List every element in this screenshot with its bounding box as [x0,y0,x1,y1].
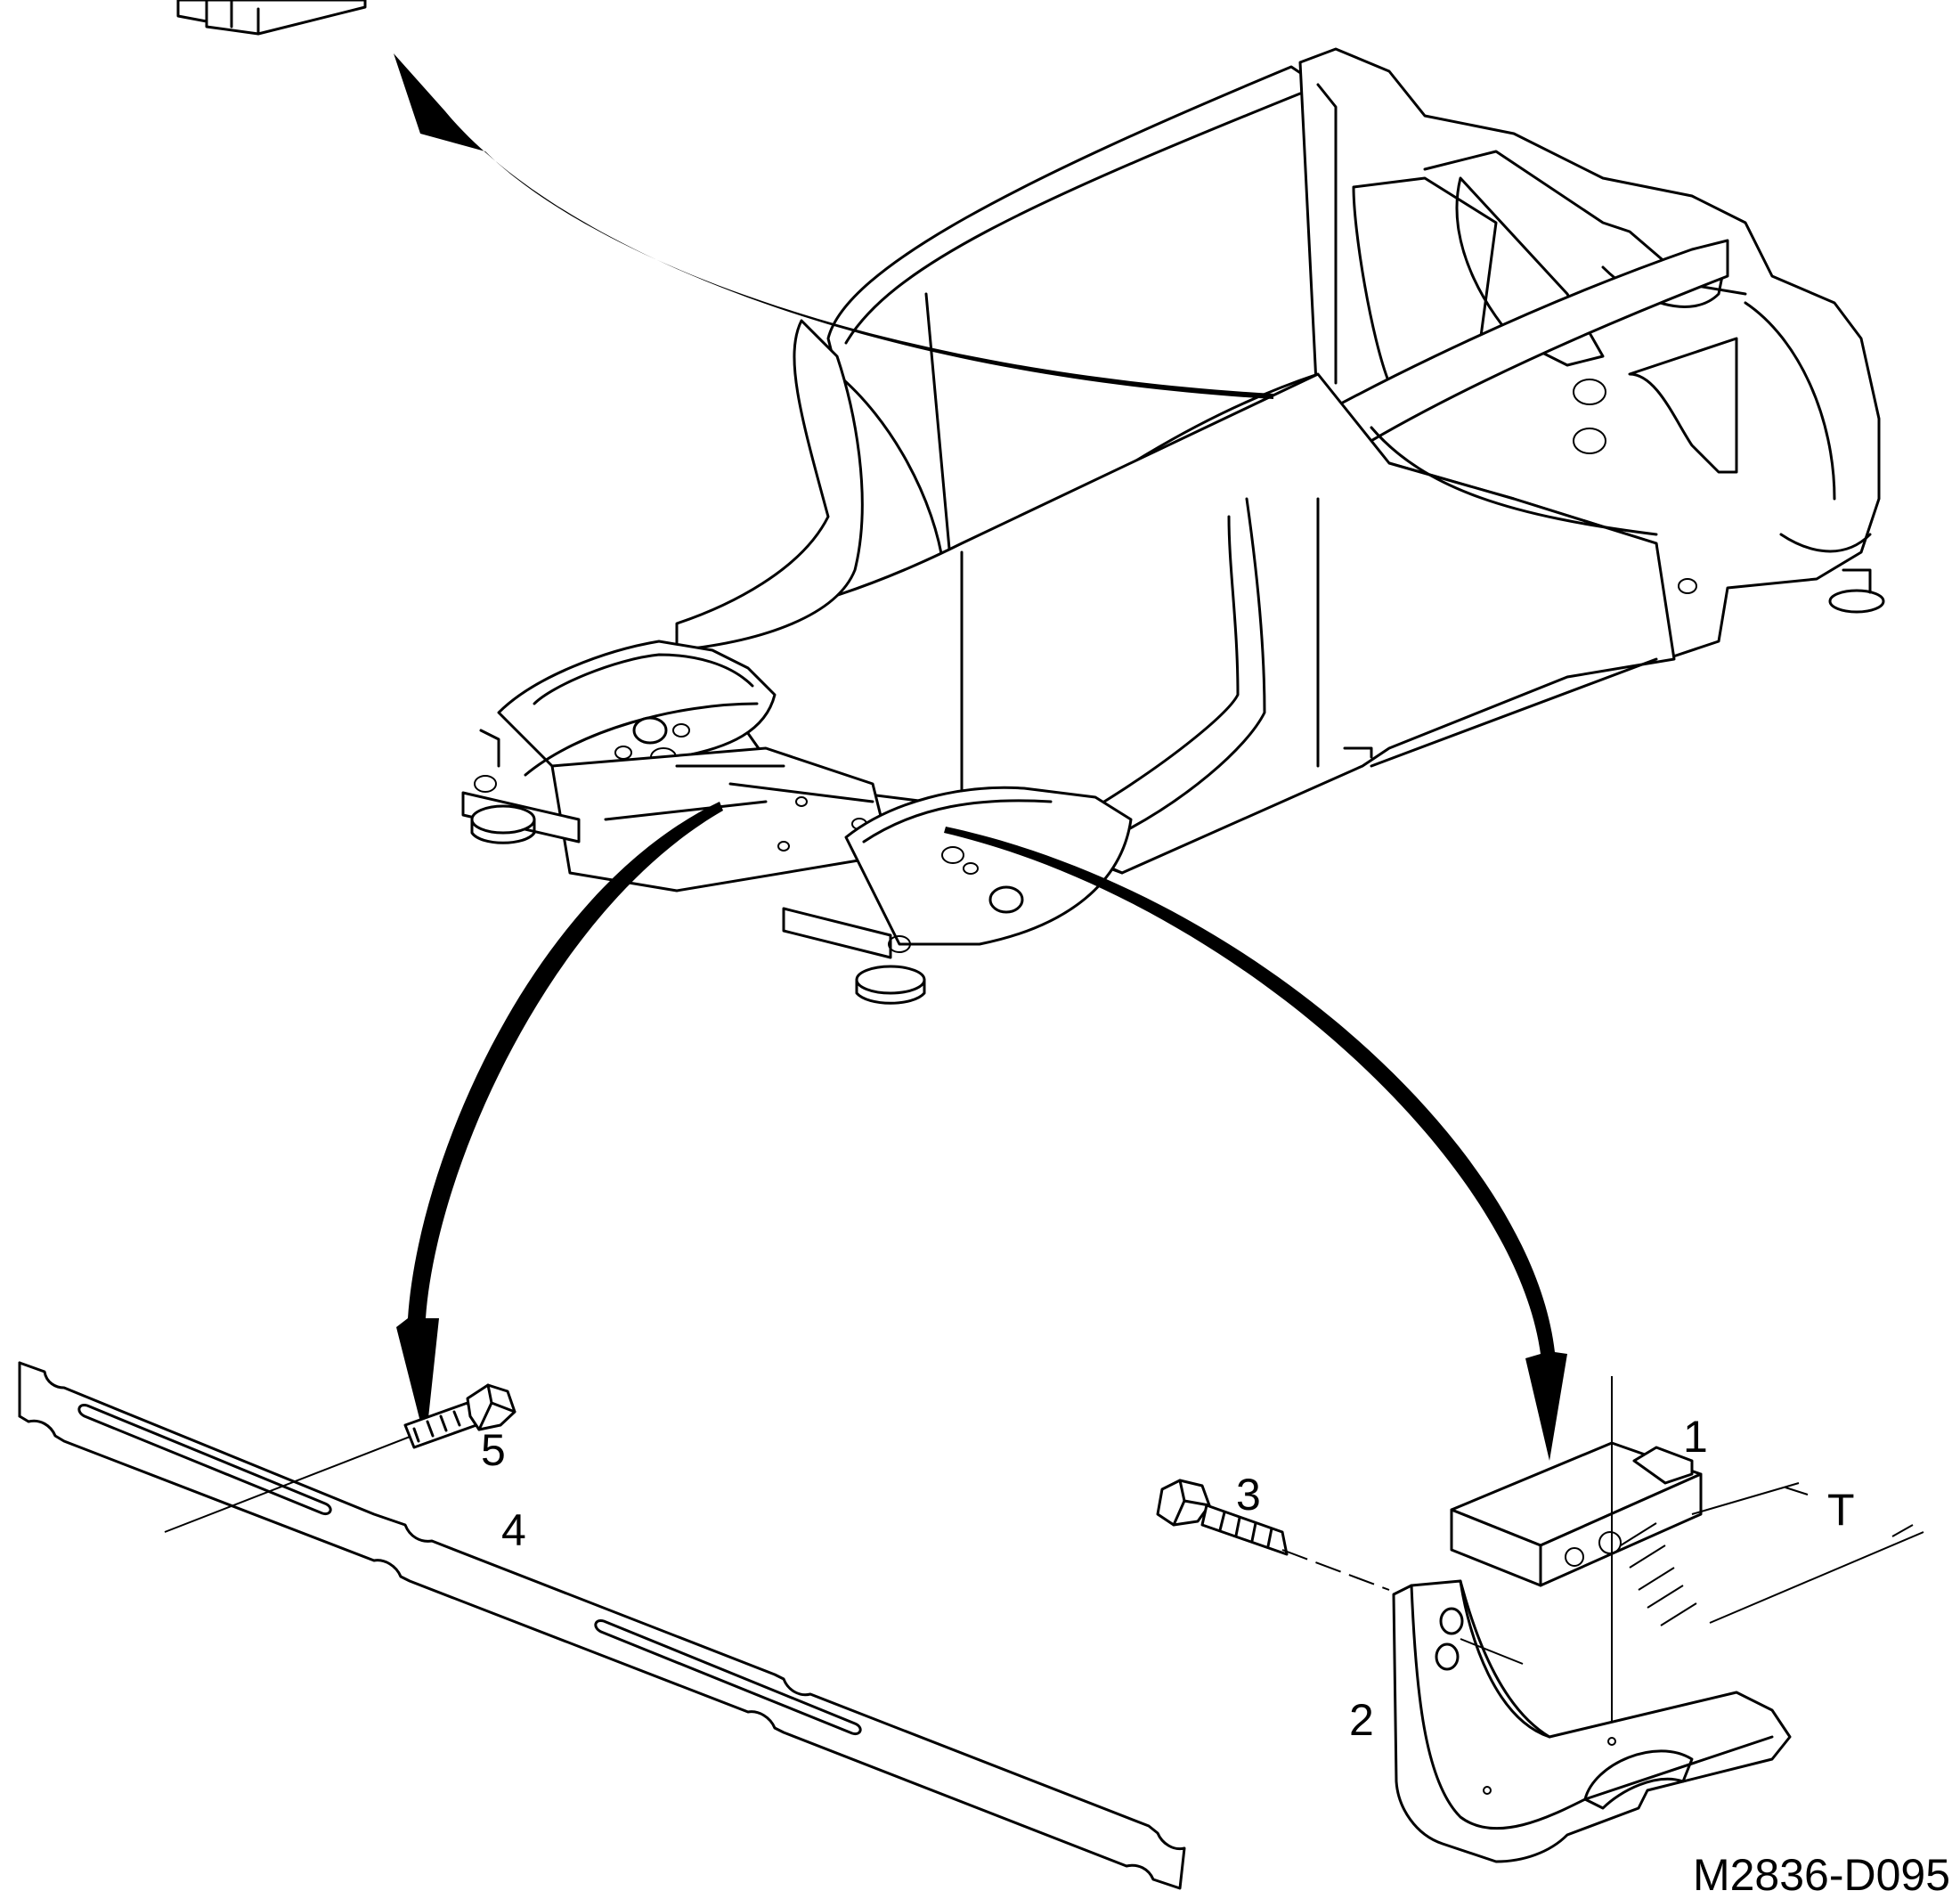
callout-2: 2 [1349,1695,1374,1745]
sensor-block [1450,1376,1924,1746]
bracket [1392,1579,1792,1863]
bolt-large [1156,1479,1390,1591]
bolt-small [403,1383,516,1449]
slotted-plate [18,1361,1186,1890]
chassis-frame [675,47,1885,875]
front-axle-assembly [461,640,1133,1005]
callout-5: 5 [481,1425,506,1475]
callout-4: 4 [501,1505,526,1555]
callout-1: 1 [1683,1412,1708,1462]
dimension-t-label: T [1827,1485,1855,1535]
arrow-left [396,802,723,1443]
assembly-arrows [394,53,1567,1461]
figure-id: M2836-D095 [1693,1850,1950,1899]
top-partial-component [176,0,367,36]
callout-3: 3 [1236,1470,1261,1520]
arrow-right [944,827,1567,1461]
